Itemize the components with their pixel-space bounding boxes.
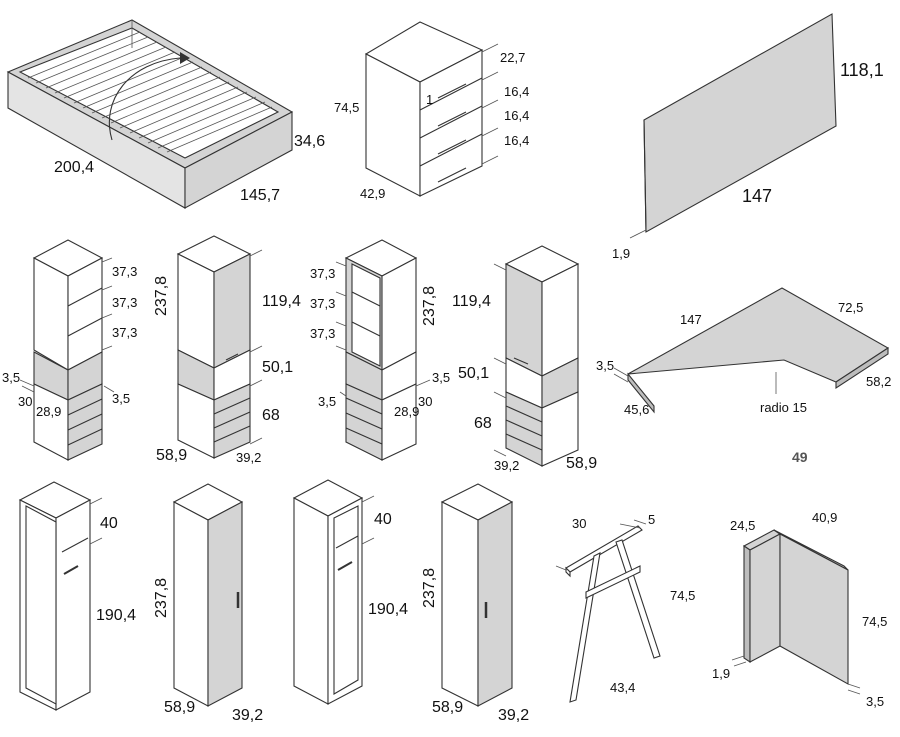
trestle-thickness-label: 5: [648, 512, 655, 527]
bed-drawing: [6, 19, 294, 209]
chest-top-label: 22,7: [500, 50, 525, 65]
wardrobe4-drawing: [440, 483, 514, 707]
corner-desk-drawing: [613, 287, 890, 414]
unit3-height-label: 237,8: [421, 286, 438, 326]
wardrobe2-drawing: [172, 483, 244, 707]
leg-depth-label: 40,9: [812, 510, 837, 525]
desk-end-label: 58,2: [866, 374, 891, 389]
unit4-drawing: [493, 245, 580, 467]
wardrobe3-height-label: 190,4: [368, 601, 408, 618]
chest-drawer-number: 1: [426, 92, 433, 107]
unit2-width-label: 58,9: [156, 447, 187, 464]
unit1-shelf1-label: 37,3: [112, 264, 137, 279]
wardrobe4-width-label: 58,9: [432, 699, 463, 716]
desk-below-label: 49: [792, 449, 808, 465]
unit1-drawing: [19, 239, 115, 461]
bed-height-label: 34,6: [294, 133, 325, 150]
unit4-depth-label: 39,2: [494, 458, 519, 473]
wardrobe4-height-label: 237,8: [421, 568, 438, 608]
leg-foot-label: 3,5: [866, 694, 884, 709]
unit3-side-label: 3,5: [432, 370, 450, 385]
chest-drawer1-label: 16,4: [504, 84, 529, 99]
unit3-shelf3-label: 37,3: [310, 326, 335, 341]
unit2-height-label: 237,8: [153, 276, 170, 316]
unit1-depth-label: 30: [18, 394, 32, 409]
panel-thickness-label: 1,9: [612, 246, 630, 261]
wardrobe2-depth-label: 39,2: [232, 707, 263, 724]
wardrobe1-height-label: 190,4: [96, 607, 136, 624]
bed-length-label: 200,4: [54, 159, 94, 176]
trestle-height-label: 74,5: [670, 588, 695, 603]
unit2-mid-label: 50,1: [262, 359, 293, 376]
unit3-shelf1-label: 37,3: [310, 266, 335, 281]
panel-drawing: [629, 13, 837, 239]
wardrobe4-depth-label: 39,2: [498, 707, 529, 724]
wardrobe1-top-label: 40: [100, 515, 118, 532]
chest-drawing: [364, 21, 499, 197]
unit3-side2-label: 3,5: [318, 394, 336, 409]
desk-return-label: 72,5: [838, 300, 863, 315]
unit2-top-label: 119,4: [262, 293, 301, 310]
unit3-drawing: [335, 239, 431, 461]
unit4-bottom-label: 68: [474, 415, 492, 432]
unit1-shelf3-label: 37,3: [112, 325, 137, 340]
bed-width-label: 145,7: [240, 187, 280, 204]
desk-thickness-label: 3,5: [596, 358, 614, 373]
chest-width-label: 42,9: [360, 186, 385, 201]
unit1-inner-label: 28,9: [36, 404, 61, 419]
leg-thickness-label: 1,9: [712, 666, 730, 681]
unit2-drawing: [176, 235, 263, 459]
wardrobe2-height-label: 237,8: [153, 578, 170, 618]
unit1-shelf2-label: 37,3: [112, 295, 137, 310]
unit2-bottom-label: 68: [262, 407, 280, 424]
chest-drawer2-label: 16,4: [504, 108, 529, 123]
desk-radius-label: radio 15: [760, 400, 807, 415]
unit3-shelf2-label: 37,3: [310, 296, 335, 311]
desk-depth-label: 45,6: [624, 402, 649, 417]
trestle-depth-label: 43,4: [610, 680, 635, 695]
unit3-depth-label: 30: [418, 394, 432, 409]
leg-width-label: 24,5: [730, 518, 755, 533]
desk-length-label: 147: [680, 312, 702, 327]
unit1-side2-label: 3,5: [112, 391, 130, 406]
trestle-width-label: 30: [572, 516, 586, 531]
unit1-side-label: 3,5: [2, 370, 20, 385]
wardrobe1-drawing: [18, 481, 103, 711]
wardrobe3-top-label: 40: [374, 511, 392, 528]
unit3-inner-label: 28,9: [394, 404, 419, 419]
unit2-depth-label: 39,2: [236, 450, 261, 465]
chest-drawer3-label: 16,4: [504, 133, 529, 148]
panel-height-label: 118,1: [840, 60, 884, 80]
wardrobe2-width-label: 58,9: [164, 699, 195, 716]
leg-height-label: 74,5: [862, 614, 887, 629]
unit4-top-label: 119,4: [452, 293, 491, 310]
wardrobe3-drawing: [292, 479, 375, 705]
panel-width-label: 147: [742, 186, 772, 206]
trestle-drawing: [555, 519, 661, 703]
desk-leg-drawing: [731, 529, 861, 695]
unit4-mid-label: 50,1: [458, 365, 489, 382]
chest-height-label: 74,5: [334, 100, 359, 115]
unit4-width-label: 58,9: [566, 455, 597, 472]
